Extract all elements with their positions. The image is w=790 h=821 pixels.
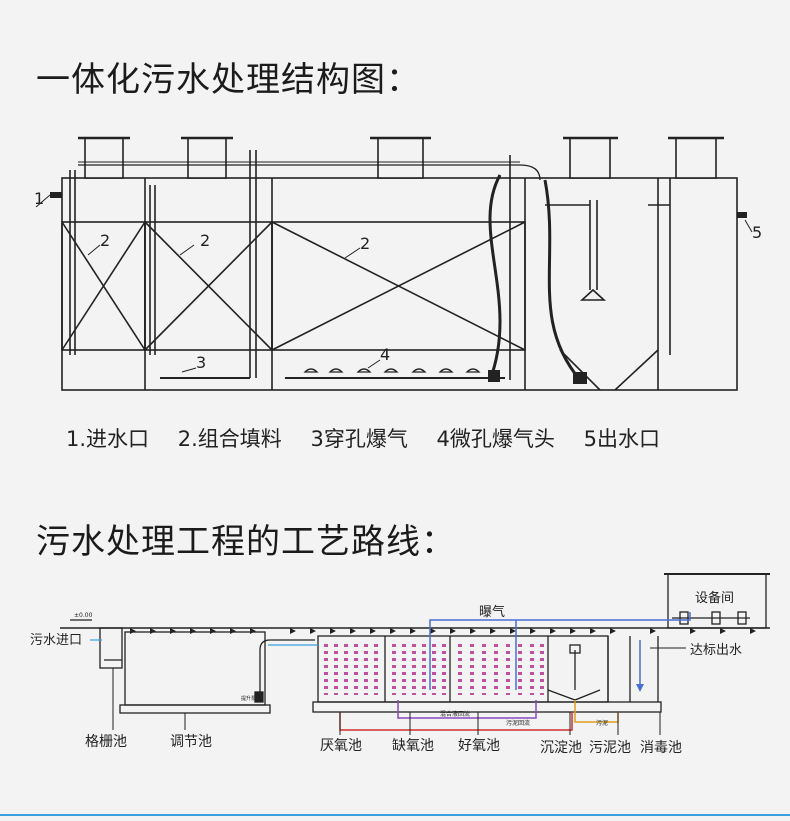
mixed-return-label: 混合液回流 — [440, 710, 470, 718]
sludge-pipe-label: 污泥 — [596, 719, 608, 727]
pump-icon — [573, 372, 587, 384]
callout-2b: 2 — [200, 231, 210, 250]
tank-label-anoxic: 缺氧池 — [392, 738, 434, 754]
legend-item: 1.进水口 — [66, 427, 150, 451]
outlet-label: 达标出水 — [690, 643, 742, 658]
mixed-return-pipe — [397, 700, 537, 719]
callout-2a: 2 — [100, 231, 110, 250]
tank-label-regulating: 调节池 — [170, 734, 212, 750]
inlet-nozzle-icon — [50, 192, 62, 198]
callout-4: 4 — [380, 345, 390, 364]
equipment-room-label: 设备间 — [695, 590, 734, 606]
grille-tank — [99, 627, 123, 669]
treatment-unit — [317, 635, 609, 703]
tank-label-settling: 沉淀池 — [540, 740, 582, 756]
elevation-label: ±0.00 — [74, 612, 93, 619]
tank-label-disinfection: 消毒池 — [640, 740, 682, 756]
process-title: 污水处理工程的工艺路线： — [36, 522, 456, 562]
regulating-tank — [124, 631, 266, 706]
structure-title: 一体化污水处理结构图： — [36, 60, 421, 100]
structure-diagram: 1 2 2 2 3 4 5 — [34, 136, 762, 391]
tank-label-aerobic: 好氧池 — [458, 738, 500, 754]
structure-legend: 1.进水口 2.组合填料 3穿孔爆气 4微孔爆气头 5出水口 — [66, 423, 682, 453]
tank-label-anaerobic: 厌氧池 — [320, 738, 362, 754]
legend-item: 3穿孔爆气 — [310, 427, 408, 451]
callout-2c: 2 — [360, 234, 370, 253]
outlet-nozzle-icon — [737, 212, 747, 218]
aeration-pipe — [429, 612, 691, 690]
tank-label-sludge: 污泥池 — [589, 740, 631, 756]
bottom-divider — [0, 814, 790, 816]
aeration-label: 曝气 — [479, 604, 505, 620]
callout-1: 1 — [34, 189, 44, 208]
sludge-return-label: 污泥回流 — [506, 719, 530, 727]
legend-item: 2.组合填料 — [177, 427, 282, 451]
tank-label-grille: 格栅池 — [85, 734, 127, 750]
legend-item: 5出水口 — [583, 427, 660, 451]
callout-3: 3 — [196, 353, 206, 372]
pump-label: 提升泵 — [241, 695, 256, 702]
legend-item: 4微孔爆气头 — [436, 427, 555, 451]
pump-icon — [488, 370, 500, 382]
sludge-pipe — [574, 700, 619, 723]
inlet-label: 污水进口 — [30, 633, 82, 648]
callout-5: 5 — [752, 223, 762, 242]
